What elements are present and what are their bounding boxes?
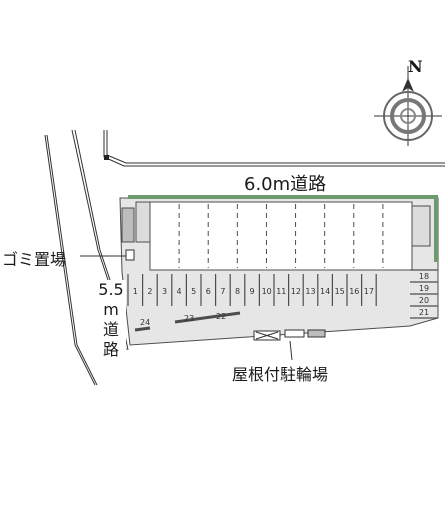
parking-stall-23: 23 [184, 314, 194, 323]
hedge-right [434, 198, 438, 262]
parking-stall-20: 20 [419, 296, 429, 305]
top-road-edge [103, 130, 445, 167]
parking-stall-17: 17 [364, 287, 374, 296]
parking-stall-13: 13 [305, 287, 315, 296]
left-road-edge-outer [44, 134, 96, 386]
bike-rack-1 [284, 329, 305, 338]
stall-line-22 [174, 311, 241, 324]
parking-stall-22: 22 [216, 312, 226, 321]
bike-roof-cross-2 [255, 331, 279, 340]
bike-leader-line [289, 340, 293, 361]
parking-stall-3: 3 [162, 287, 167, 296]
parking-stall-14: 14 [320, 287, 330, 296]
parking-stall-11: 11 [276, 287, 286, 296]
parking-stall-7: 7 [220, 287, 225, 296]
parking-stall-1: 1 [133, 287, 138, 296]
left-road-label: 5.5m道路 [96, 280, 126, 360]
parking-stall-24: 24 [140, 318, 150, 327]
building [149, 201, 413, 271]
parking-stall-16: 16 [349, 287, 359, 296]
parking-stall-6: 6 [206, 287, 211, 296]
parking-stall-21: 21 [419, 308, 429, 317]
bike-rack-2 [307, 329, 326, 338]
entrance-block [121, 207, 135, 243]
right-parking-column: 18 19 20 21 [410, 269, 438, 319]
parking-stall-19: 19 [419, 284, 429, 293]
bike-parking-symbol [253, 329, 326, 361]
compass-arrow [402, 78, 414, 92]
left-road-edge-outer-2 [46, 134, 98, 386]
parking-stall-2: 2 [147, 287, 152, 296]
parking-stall-8: 8 [235, 287, 240, 296]
parking-stall-15: 15 [335, 287, 345, 296]
building-dividers [178, 204, 384, 268]
garbage-area [125, 249, 135, 261]
parking-stall-18: 18 [419, 272, 429, 281]
parking-stall-9: 9 [250, 287, 255, 296]
top-road-edge-inner [106, 130, 445, 164]
parking-stall-5: 5 [191, 287, 196, 296]
angled-parking [134, 311, 241, 332]
parking-stall-4: 4 [177, 287, 182, 296]
compass-ring-outer [383, 91, 433, 141]
corner-post [104, 155, 109, 160]
building-stair-left [135, 201, 151, 243]
garbage-area-label: ゴミ置場 [2, 250, 67, 269]
stall-line-23 [134, 326, 151, 332]
parking-stall-12: 12 [291, 287, 301, 296]
covered-bike-parking-label: 屋根付駐輪場 [232, 365, 329, 384]
building-stair-right [411, 205, 431, 247]
hedge-top [128, 195, 438, 199]
compass-ring-inner [400, 108, 416, 124]
compass-north-label: N [408, 57, 423, 76]
compass-ring-mid [390, 98, 426, 134]
parking-stall-10: 10 [262, 287, 272, 296]
north-arrow-compass-icon [374, 66, 442, 146]
top-road-label: 6.0m道路 [244, 174, 327, 195]
